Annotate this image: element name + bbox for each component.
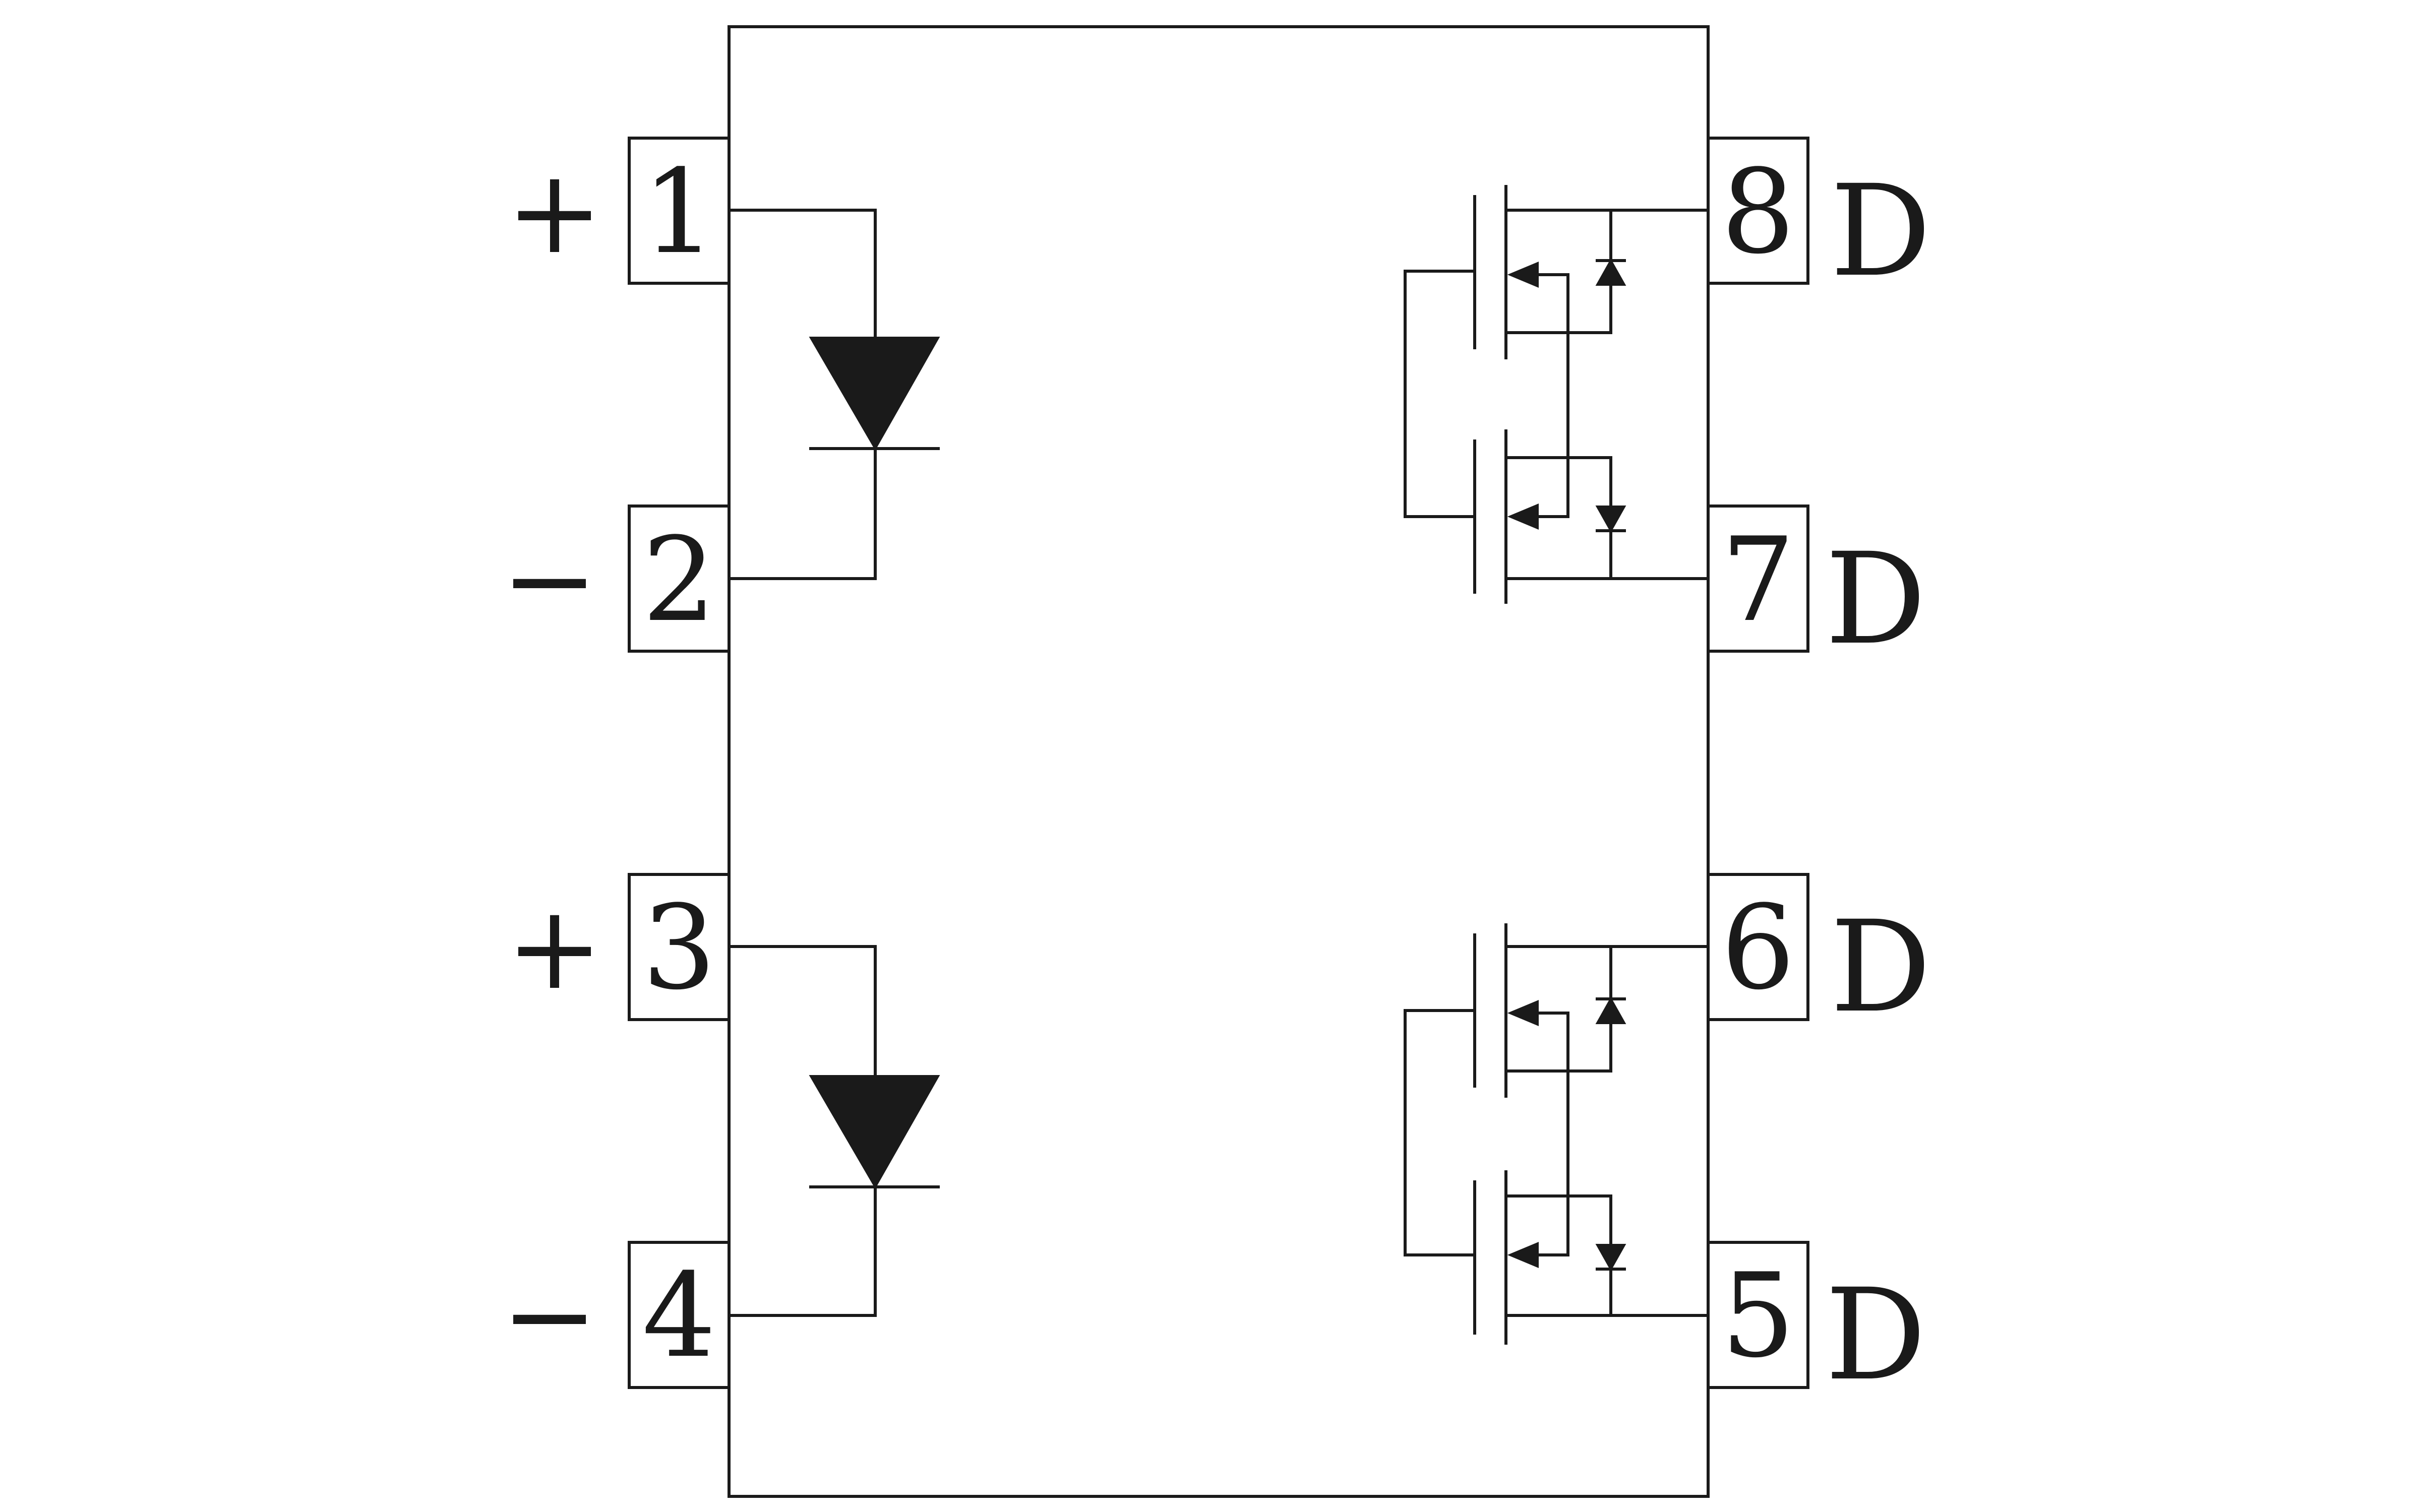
pin-6-number: 6 (1721, 881, 1795, 1016)
pin-6: 6 D (1707, 873, 1931, 1040)
mosfet-1a-body-arrow (1507, 261, 1539, 288)
led-2-triangle (809, 1075, 940, 1189)
pin-5-number: 5 (1721, 1249, 1795, 1383)
package-body (728, 25, 1710, 1498)
pin-2: 2 − (501, 505, 731, 653)
led-1-cathode-wire (728, 447, 877, 580)
pin-8-number: 8 (1721, 145, 1795, 280)
mosfet-pair-2 (1404, 923, 1710, 1345)
pin-8-label: D (1830, 158, 1931, 304)
pin-1-number: 1 (642, 145, 716, 280)
led-1-anode-wire (728, 209, 877, 339)
pin-7-number: 7 (1721, 513, 1795, 648)
pin-4: 4 − (501, 1241, 731, 1389)
led-2-cathode-wire (728, 1185, 877, 1317)
led-2-anode-wire (728, 945, 877, 1078)
mosfet-pair-1 (1404, 185, 1710, 604)
led-1-triangle (809, 337, 940, 451)
pin-7-label: D (1825, 526, 1926, 672)
pin-7: 7 D (1707, 505, 1926, 672)
pin-3-number: 3 (642, 881, 716, 1016)
mosfet-2a-diode (1595, 996, 1626, 1024)
mosfet-1a-diode (1595, 258, 1626, 286)
pin-5: 5 D (1707, 1241, 1926, 1408)
pin-3-polarity: + (506, 881, 603, 1016)
mosfet-pair-1-gate-wire (1404, 270, 1476, 518)
pin-2-number: 2 (642, 513, 716, 648)
pin-3: 3 + (506, 873, 731, 1021)
pin-2-polarity: − (501, 513, 598, 648)
led-2 (728, 945, 940, 1317)
pin-6-label: D (1830, 894, 1931, 1040)
mosfet-2b-diode (1595, 1244, 1626, 1272)
led-1 (728, 209, 940, 580)
mosfet-2b-body-arrow (1507, 1241, 1539, 1269)
pin-5-label: D (1825, 1262, 1926, 1408)
mosfet-pair-2-gate-wire (1404, 1009, 1476, 1256)
pin-4-polarity: − (501, 1249, 598, 1383)
pin-8: 8 D (1707, 137, 1931, 304)
mosfet-1b-body-arrow (1507, 503, 1539, 530)
pin-1-polarity: + (506, 145, 603, 280)
mosfet-1b-diode (1595, 506, 1626, 533)
pin-1: 1 + (506, 137, 731, 285)
mosfet-2a-body-arrow (1507, 999, 1539, 1027)
pin-4-number: 4 (642, 1249, 716, 1383)
